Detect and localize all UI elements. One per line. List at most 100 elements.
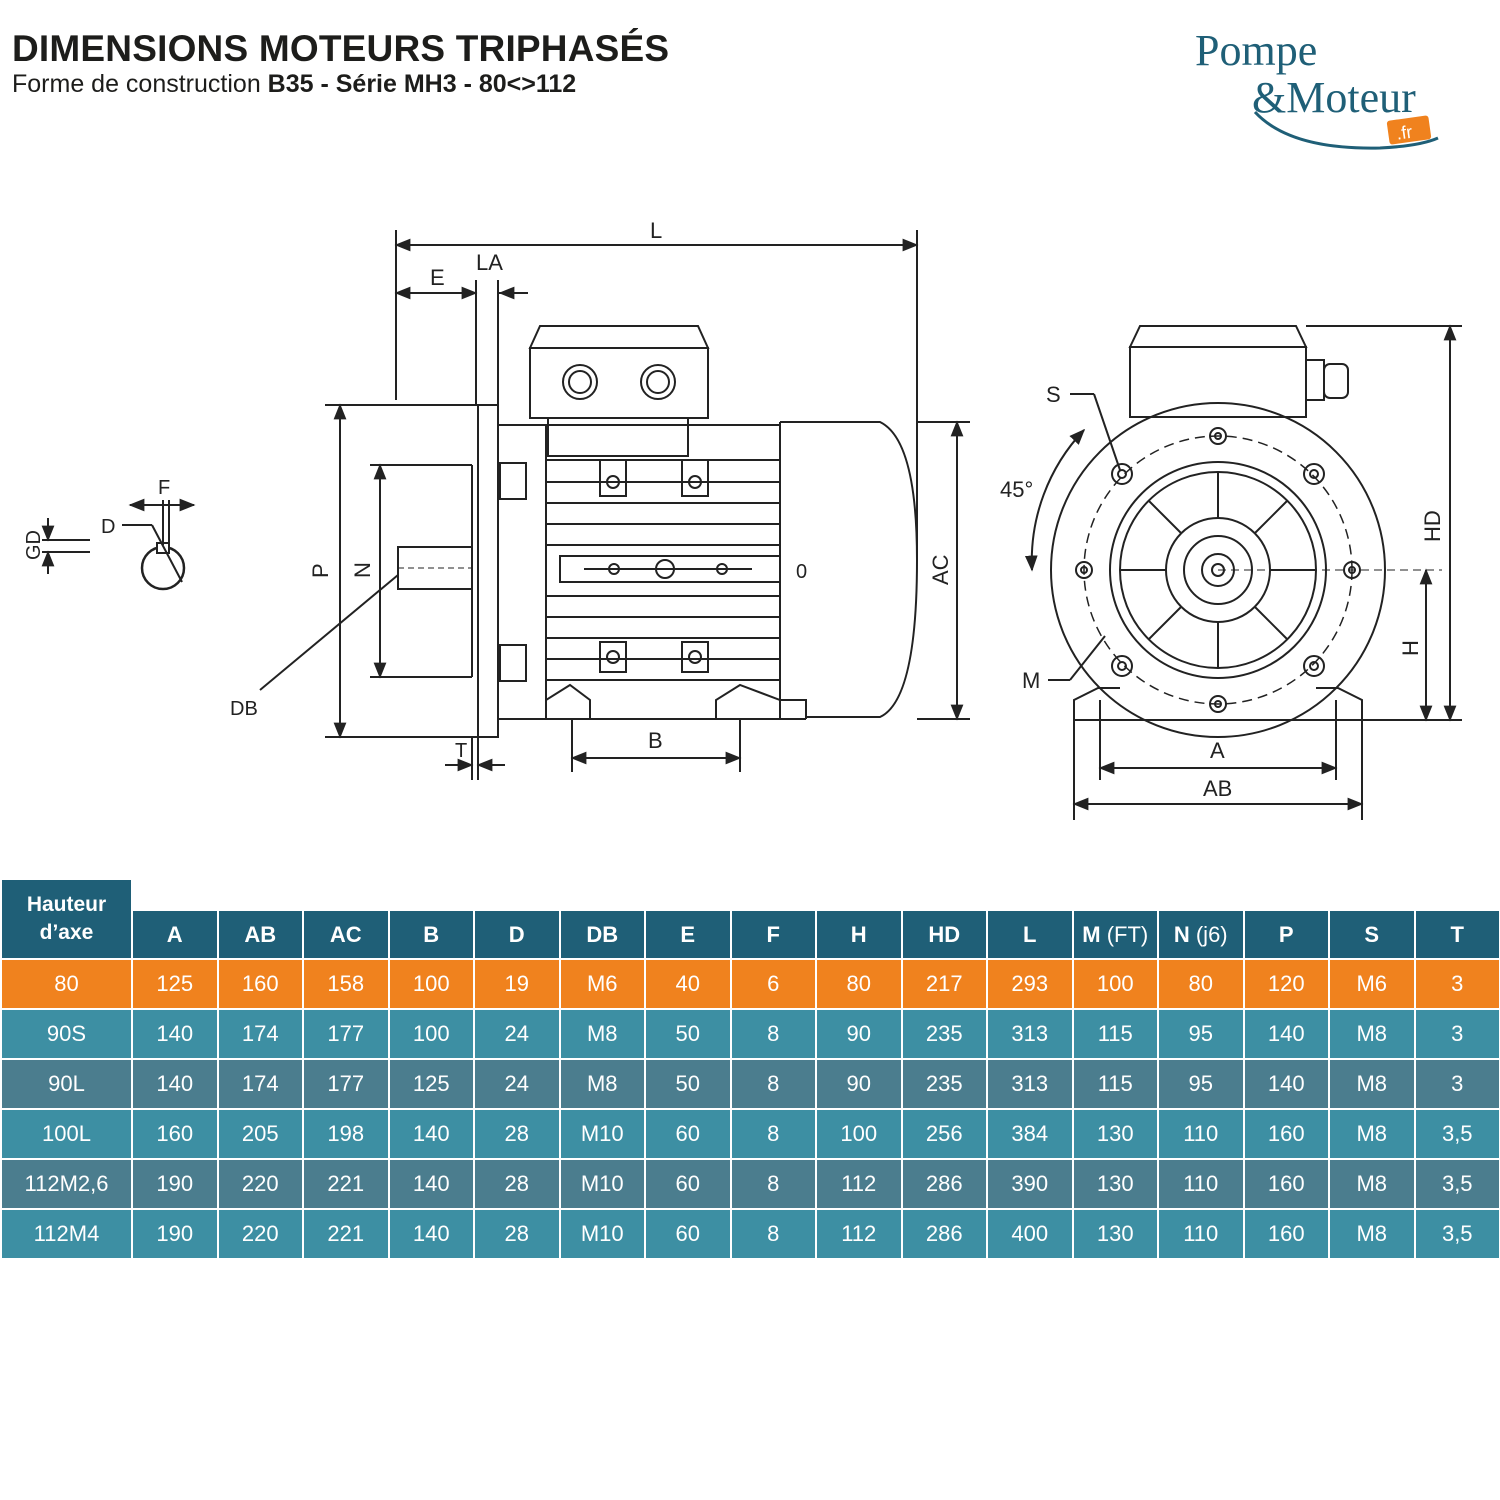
brand-logo[interactable]: Pompe &Moteur .fr bbox=[1180, 20, 1470, 160]
table-cell: 140 bbox=[1242, 1008, 1330, 1060]
label-B: B bbox=[648, 728, 663, 753]
table-cell: M8 bbox=[558, 1008, 646, 1060]
table-cell: M6 bbox=[558, 958, 646, 1010]
table-cell: 140 bbox=[387, 1158, 475, 1210]
label-A: A bbox=[1210, 738, 1225, 763]
label-O: 0 bbox=[796, 561, 807, 583]
table-cell: 115 bbox=[1071, 1008, 1159, 1060]
table-cell: 313 bbox=[986, 1058, 1074, 1110]
table-cell: 110 bbox=[1157, 1208, 1245, 1260]
table-cell: 158 bbox=[302, 958, 390, 1010]
table-cell: 160 bbox=[1242, 1108, 1330, 1160]
subtitle-series: B35 - Série MH3 - 80<>112 bbox=[267, 70, 577, 98]
column-header: D bbox=[473, 909, 561, 960]
dimensions-table: Hauteur d’axe A AB AC B D DB E F H HD L M… bbox=[0, 878, 1500, 1260]
page-title: DIMENSIONS MOTEURS TRIPHASÉS bbox=[12, 28, 670, 69]
label-D: D bbox=[101, 516, 115, 538]
logo-line2: &Moteur bbox=[1252, 73, 1416, 122]
label-LA: LA bbox=[476, 250, 503, 275]
table-cell: M10 bbox=[558, 1208, 646, 1260]
table-cell: 160 bbox=[1242, 1158, 1330, 1210]
table-column-headers: A AB AC B D DB E F H HD L M (FT) N (j6) … bbox=[1, 909, 1500, 960]
table-cell: 50 bbox=[644, 1008, 732, 1060]
label-AC: AC bbox=[928, 554, 953, 585]
table-cell: 28 bbox=[473, 1208, 561, 1260]
table-cell: 160 bbox=[131, 1108, 219, 1160]
table-cell: 160 bbox=[1242, 1208, 1330, 1260]
table-cell: 40 bbox=[644, 958, 732, 1010]
table-cell: 100 bbox=[387, 1008, 475, 1060]
column-header: L bbox=[986, 909, 1074, 960]
table-cell: 8 bbox=[729, 1108, 817, 1160]
table-cell: 3,5 bbox=[1413, 1208, 1500, 1260]
frame-size-cell: 90S bbox=[0, 1008, 133, 1060]
column-header: DB bbox=[558, 909, 646, 960]
label-L: L bbox=[650, 218, 662, 243]
table-cell: 390 bbox=[986, 1158, 1074, 1210]
table-cell: 286 bbox=[900, 1158, 988, 1210]
table-cell: 220 bbox=[216, 1208, 304, 1260]
label-N: N bbox=[350, 562, 375, 578]
table-cell: 60 bbox=[644, 1108, 732, 1160]
table-cell: 24 bbox=[473, 1008, 561, 1060]
table-cell: 90 bbox=[815, 1008, 903, 1060]
label-HD: HD bbox=[1420, 510, 1445, 542]
table-cell: 140 bbox=[131, 1058, 219, 1110]
table-cell: 112 bbox=[815, 1208, 903, 1260]
header-frame-size-line2: d’axe bbox=[39, 921, 94, 944]
table-cell: 125 bbox=[387, 1058, 475, 1110]
table-cell: 130 bbox=[1071, 1158, 1159, 1210]
header-frame-size-line1: Hauteur bbox=[26, 893, 107, 916]
table-cell: 174 bbox=[216, 1008, 304, 1060]
header-frame-size: Hauteur d’axe bbox=[0, 878, 133, 960]
table-cell: 190 bbox=[131, 1158, 219, 1210]
logo-line1: Pompe bbox=[1195, 26, 1317, 75]
label-H: H bbox=[1398, 640, 1423, 656]
table-cell: 3 bbox=[1413, 1058, 1500, 1110]
table-cell: 221 bbox=[302, 1208, 390, 1260]
frame-size-cell: 112M2,6 bbox=[0, 1158, 133, 1210]
table-cell: 3 bbox=[1413, 958, 1500, 1010]
table-cell: 90 bbox=[815, 1058, 903, 1110]
table-header-row: Hauteur d’axe bbox=[0, 878, 1500, 960]
table-cell: 3,5 bbox=[1413, 1158, 1500, 1210]
label-GD: GD bbox=[23, 530, 45, 560]
logo-swoosh bbox=[1253, 110, 1439, 150]
table-cell: 100 bbox=[1071, 958, 1159, 1010]
table-cell: 3,5 bbox=[1413, 1108, 1500, 1160]
label-DB: DB bbox=[230, 698, 258, 720]
table-cell: 110 bbox=[1157, 1108, 1245, 1160]
table-cell: M10 bbox=[558, 1108, 646, 1160]
table-cell: 205 bbox=[216, 1108, 304, 1160]
column-header: T bbox=[1413, 909, 1500, 960]
frame-size-cell: 90L bbox=[0, 1058, 133, 1110]
table-cell: 95 bbox=[1157, 1058, 1245, 1110]
table-cell: 235 bbox=[900, 1058, 988, 1110]
table-cell: 140 bbox=[387, 1108, 475, 1160]
logo-badge: .fr bbox=[1395, 122, 1414, 144]
table-cell: M8 bbox=[1328, 1158, 1416, 1210]
column-header: A bbox=[131, 909, 219, 960]
label-E: E bbox=[430, 265, 445, 290]
page-subtitle: Forme de construction B35 - Série MH3 - … bbox=[12, 70, 576, 99]
frame-size-cell: 100L bbox=[0, 1108, 133, 1160]
header-spacer bbox=[132, 879, 1500, 910]
table-cell: M6 bbox=[1328, 958, 1416, 1010]
table-cell: 110 bbox=[1157, 1158, 1245, 1210]
table-cell: 256 bbox=[900, 1108, 988, 1160]
motor-front-view: S 45° M HD H A AB bbox=[1000, 324, 1462, 820]
frame-size-cell: 112M4 bbox=[0, 1208, 133, 1260]
table-cell: 140 bbox=[1242, 1058, 1330, 1110]
table-cell: M8 bbox=[558, 1058, 646, 1110]
table-cell: 60 bbox=[644, 1158, 732, 1210]
table-cell: 60 bbox=[644, 1208, 732, 1260]
table-cell: 8 bbox=[729, 1058, 817, 1110]
table-cell: 140 bbox=[131, 1008, 219, 1060]
table-cell: 140 bbox=[387, 1208, 475, 1260]
